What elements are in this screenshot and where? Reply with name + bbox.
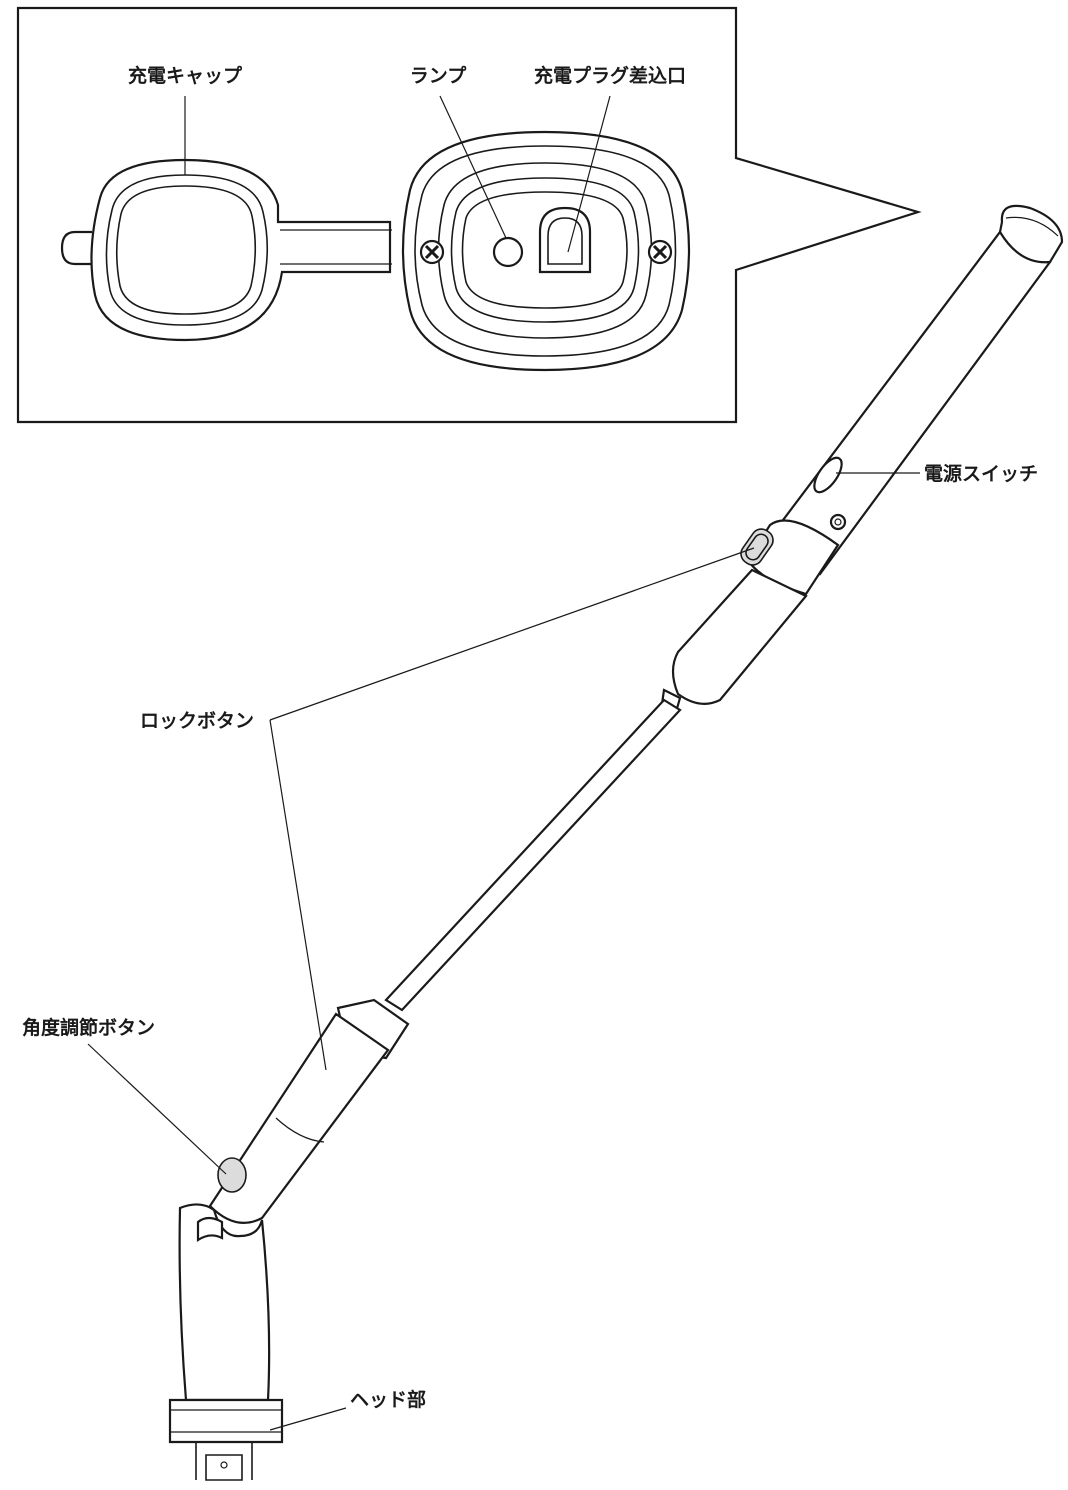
leader-plug-port	[567, 95, 611, 253]
leader-angle-button	[87, 1043, 227, 1175]
label-head: ヘッド部	[350, 1388, 426, 1411]
label-lamp: ランプ	[410, 64, 467, 87]
screw-right-icon	[647, 239, 673, 265]
screw-left-icon	[419, 239, 445, 265]
leader-lamp	[439, 95, 507, 239]
port-housing-illustration	[401, 130, 691, 372]
label-charge-cap: 充電キャップ	[128, 64, 243, 87]
head-illustration	[168, 1203, 284, 1481]
lamp-indicator	[492, 236, 524, 268]
plug-port	[538, 206, 592, 274]
lock-button-upper	[740, 528, 774, 566]
label-angle-adjust-button: 角度調節ボタン	[22, 1016, 155, 1039]
label-power-switch: 電源スイッチ	[924, 462, 1038, 485]
leader-lock-upper	[269, 547, 755, 721]
angle-adjust-button	[217, 1157, 247, 1193]
tool-illustration	[168, 204, 1064, 1481]
power-switch	[813, 456, 843, 494]
leader-head	[269, 1407, 347, 1431]
leader-lock-lower	[269, 719, 327, 1071]
label-lock-button: ロックボタン	[140, 710, 254, 732]
label-charge-plug-port: 充電プラグ差込口	[534, 64, 686, 87]
charge-cap-illustration	[60, 158, 392, 342]
